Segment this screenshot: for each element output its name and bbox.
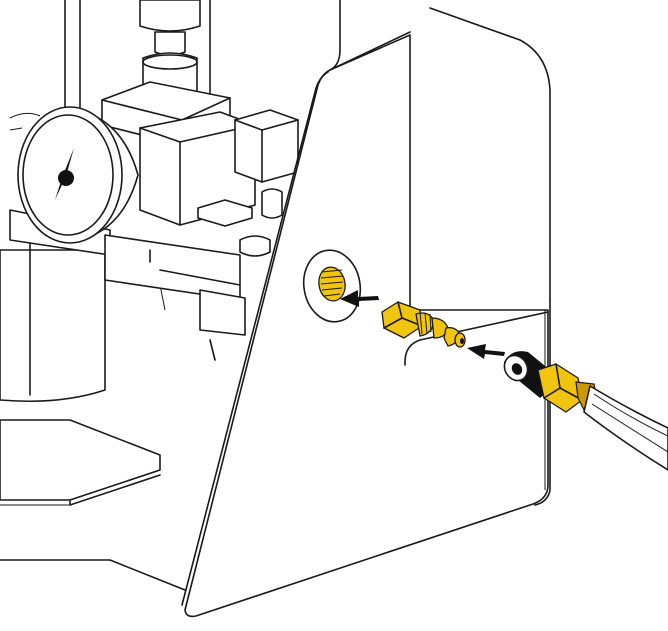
nipple-fitting bbox=[381, 301, 466, 348]
pressure-gauge-icon bbox=[9, 106, 139, 244]
valve-block bbox=[101, 81, 299, 257]
machine-base bbox=[0, 419, 186, 591]
hose-icon bbox=[583, 385, 668, 471]
cylinder-body bbox=[0, 229, 166, 403]
side-panel bbox=[534, 299, 551, 506]
arrow-right-icon bbox=[467, 344, 505, 359]
threaded-port bbox=[302, 249, 362, 323]
arrow-right-icon bbox=[340, 290, 379, 307]
front-panel bbox=[181, 34, 549, 618]
manifold bbox=[9, 209, 246, 361]
